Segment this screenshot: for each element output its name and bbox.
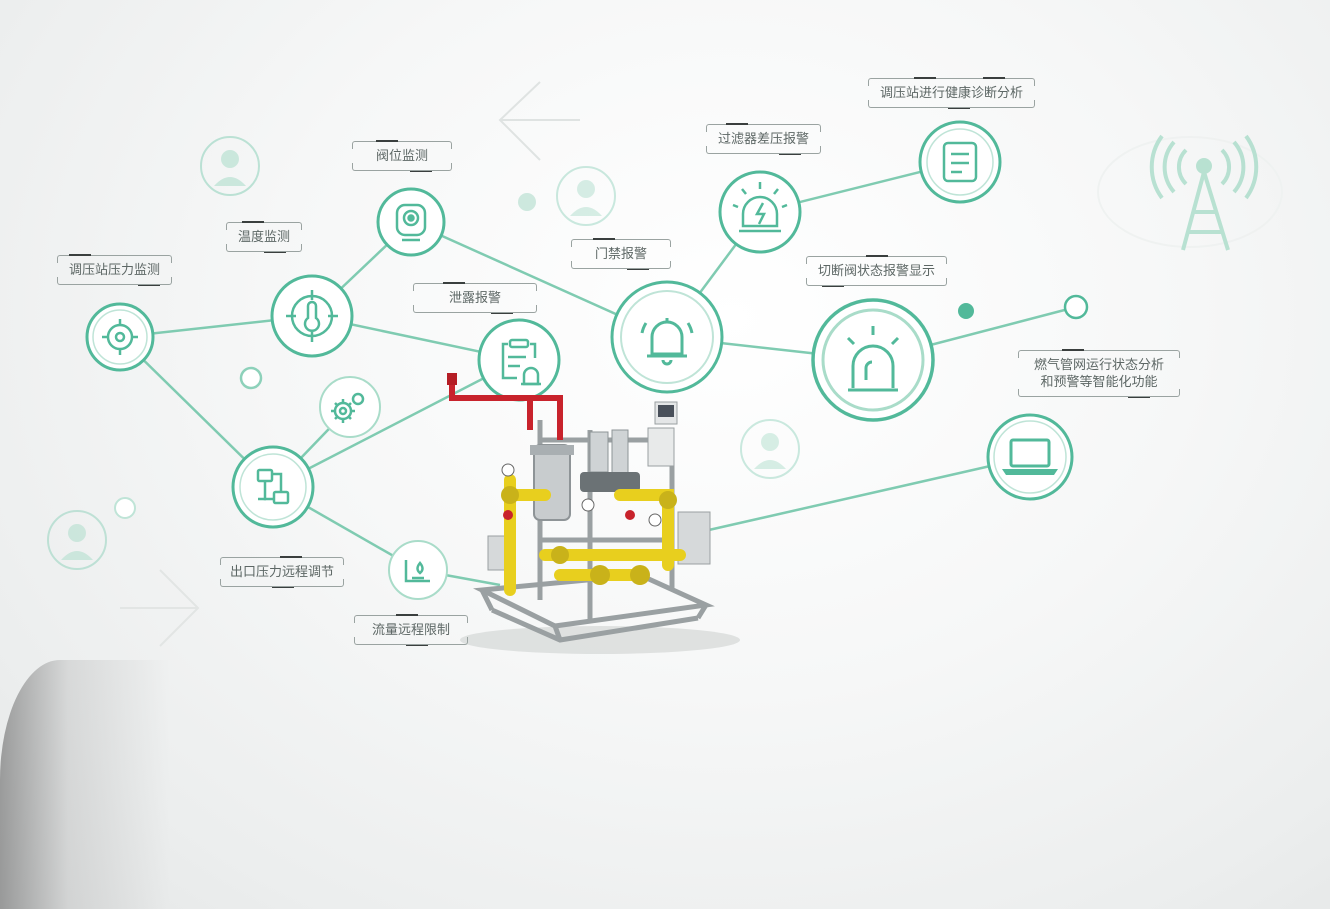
label-shutoff-alarm: 切断阀状态报警显示: [806, 255, 948, 287]
arrow-decor-top: [498, 81, 580, 161]
label-temperature: 温度监测: [226, 221, 303, 253]
user-icon: [200, 136, 260, 196]
node-station-pressure: [85, 302, 155, 372]
node-network: [231, 445, 315, 529]
network-icon: [256, 468, 290, 505]
arrow-decor-bottom: [120, 569, 200, 647]
flow-icon: [404, 560, 430, 583]
label-health-diagnosis: 调压站进行健康诊断分析: [868, 77, 1036, 109]
node-leak-alarm: [477, 318, 561, 402]
label-station-pressure: 调压站压力监测: [57, 254, 173, 286]
label-leak-alarm: 泄露报警: [413, 282, 538, 314]
node-gears: [319, 376, 381, 438]
decor-dot: [518, 193, 536, 211]
gears-icon: [331, 392, 365, 423]
label-network-analysis: 燃气管网运行状态分析 和预警等智能化功能: [1018, 349, 1181, 398]
decor-dot: [958, 303, 974, 319]
document-icon: [942, 141, 978, 183]
laptop-icon: [1002, 438, 1058, 475]
node-temperature: [270, 274, 354, 358]
label-filter-alarm: 过滤器差压报警: [706, 123, 822, 155]
decor-dot: [239, 366, 263, 390]
user-icon: [740, 419, 800, 479]
siren-icon: [846, 326, 900, 392]
user-icon: [47, 510, 107, 570]
target-icon: [102, 319, 138, 355]
user-icon: [556, 166, 616, 226]
label-outlet-pressure: 出口压力远程调节: [220, 556, 345, 588]
node-shutoff-alarm: [811, 298, 935, 422]
node-filter-alarm: [718, 170, 802, 254]
node-flow: [388, 540, 448, 600]
decor-dot: [1063, 294, 1089, 320]
gas-regulator-skid: [447, 373, 740, 654]
decor-dot: [114, 497, 136, 519]
alarm-flash-icon: [732, 182, 788, 233]
clipboard-bell-icon: [501, 338, 541, 386]
background-shadow: [0, 660, 170, 909]
thermometer-icon: [286, 290, 338, 342]
node-valve-position: [376, 187, 446, 257]
node-health-diagnosis: [918, 120, 1002, 204]
label-door-alarm: 门禁报警: [571, 238, 672, 270]
node-laptop: [986, 413, 1074, 501]
label-flow-limit: 流量远程限制: [354, 614, 469, 646]
node-door-alarm: [610, 280, 724, 394]
camera-icon: [395, 203, 427, 242]
bell-icon: [640, 318, 694, 366]
antenna-icon: [1097, 134, 1283, 251]
label-valve-position: 阀位监测: [352, 140, 453, 172]
